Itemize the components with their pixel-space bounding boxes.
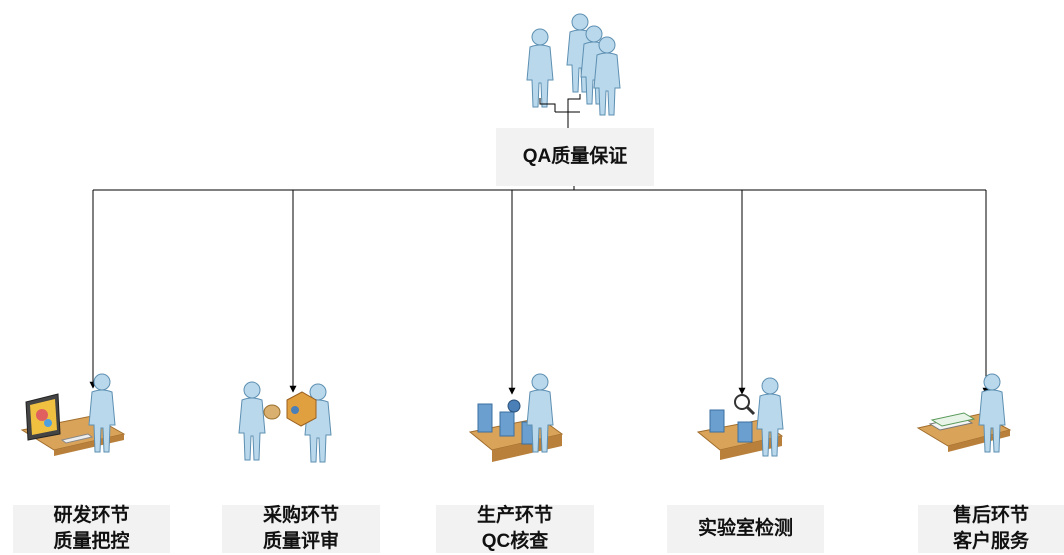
production-line-icon [468,373,564,462]
node-rd-line2: 质量把控 [53,531,130,552]
root-node-qa: QA质量保证 [496,128,654,186]
node-aftersales-line1: 售后环节 [952,505,1029,526]
node-purchasing-line2: 质量评审 [262,531,339,552]
customer-service-icon [916,373,1012,453]
node-lab-testing: 实验室检测 [667,505,824,553]
procurement-icon [238,381,332,463]
node-rd-line1: 研发环节 [53,505,130,526]
node-production-line1: 生产环节 [476,505,553,526]
node-after-sales: 售后环节 客户服务 [918,505,1064,553]
node-aftersales-line2: 客户服务 [952,531,1029,552]
node-production-qc: 生产环节 QC核查 [436,505,594,553]
node-lab-line1: 实验室检测 [697,518,793,539]
node-purchasing-review: 采购环节 质量评审 [222,505,380,553]
node-purchasing-line1: 采购环节 [262,505,339,526]
connector-lines [89,186,990,395]
node-rd-quality: 研发环节 质量把控 [13,505,170,553]
team-icon [526,13,621,128]
root-label: QA质量保证 [522,146,628,167]
node-production-line2: QC核查 [481,531,549,552]
lab-inspection-icon [696,377,784,460]
designer-icon [20,373,126,456]
